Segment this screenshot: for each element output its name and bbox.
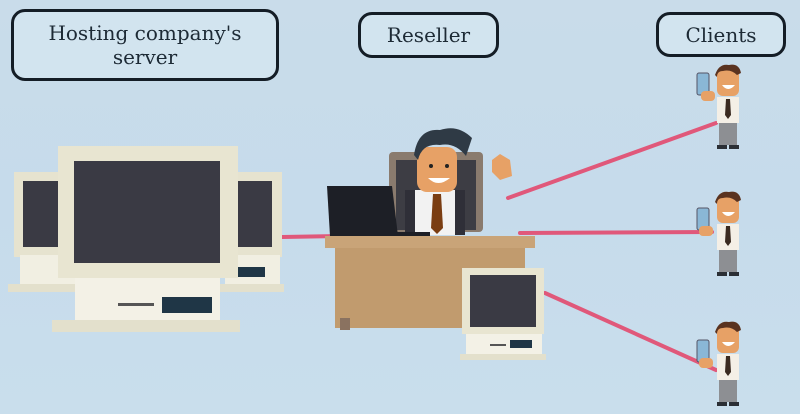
link-reseller-client-1 bbox=[506, 121, 718, 200]
reseller-label: Reseller bbox=[358, 12, 499, 58]
link-reseller-client-3 bbox=[543, 291, 718, 372]
hosting-server-label-text: Hosting company's server bbox=[48, 21, 242, 69]
link-reseller-client-2 bbox=[518, 230, 714, 235]
client-3 bbox=[696, 321, 741, 406]
client-2 bbox=[696, 191, 741, 276]
hosting-server-label: Hosting company's server bbox=[11, 9, 279, 81]
server-computers-icon bbox=[8, 146, 284, 332]
connection-lines bbox=[280, 121, 718, 372]
small-computer-icon bbox=[460, 268, 546, 360]
client-1 bbox=[696, 64, 741, 149]
clients-label-text: Clients bbox=[685, 22, 757, 47]
reseller-label-text: Reseller bbox=[386, 23, 471, 47]
clients-label: Clients bbox=[656, 12, 786, 57]
